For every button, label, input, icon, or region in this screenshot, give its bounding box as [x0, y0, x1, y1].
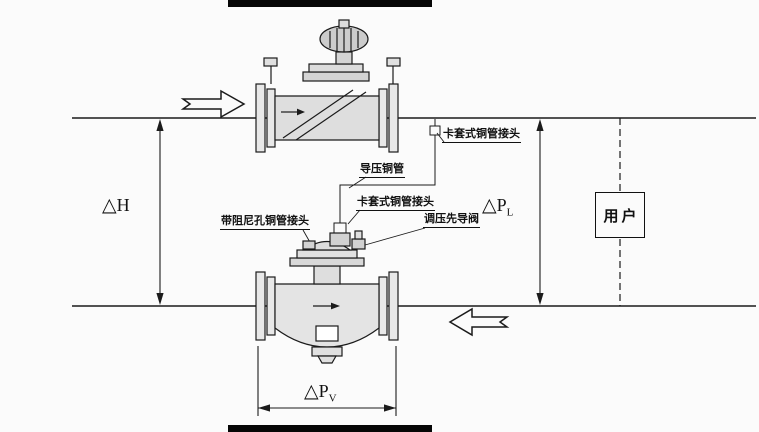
flow-mark-icon	[297, 108, 305, 116]
clamp-fitting-upper-icon	[429, 125, 441, 136]
user-box-label: 用户	[603, 206, 640, 225]
stem-collar	[335, 51, 353, 65]
bonnet-flange	[308, 63, 364, 73]
label-pressure-tube: 导压铜管	[359, 162, 405, 178]
dimension-line-delta-h	[156, 119, 164, 305]
delta-symbol: △	[102, 194, 117, 216]
pilot-valve-icon	[351, 238, 366, 250]
dim-label-delta-pl: △PL	[482, 194, 513, 219]
leader-lines	[302, 132, 445, 246]
user-box: 用户	[595, 192, 645, 238]
label-damping-joint: 带阻尼孔铜管接头	[220, 214, 310, 230]
dimension-line-delta-pv	[257, 346, 397, 416]
clamp-fitting-lower-icon	[333, 222, 347, 234]
label-clamp-joint-upper: 卡套式铜管接头	[442, 127, 521, 143]
flange-icon	[388, 271, 399, 341]
flow-arrow-right-icon	[180, 89, 246, 119]
delta-symbol: △	[482, 194, 497, 216]
stem-cap	[338, 19, 350, 29]
damping-fitting-icon	[302, 240, 316, 250]
flange-icon	[378, 88, 388, 148]
dim-label-delta-h: △H	[102, 194, 130, 216]
label-clamp-joint-lower: 卡套式铜管接头	[356, 195, 435, 211]
flow-arrow-left-icon	[448, 307, 510, 337]
bonnet-flange	[302, 71, 370, 82]
dim-label-delta-pv: △PV	[304, 380, 337, 405]
control-valve-drawing	[255, 230, 399, 364]
flange-icon	[266, 88, 276, 148]
bonnet-flange	[289, 257, 365, 267]
valve-neck	[313, 265, 341, 285]
flow-mark-icon	[331, 302, 340, 310]
flange-icon	[255, 83, 266, 153]
test-port-icon	[386, 57, 401, 67]
dim-pv-subscript: V	[328, 392, 337, 405]
flange-icon	[266, 276, 276, 336]
balancing-valve-drawing	[255, 19, 401, 153]
flange-icon	[255, 271, 266, 341]
delta-symbol: △	[304, 380, 319, 402]
dim-pl-letter: P	[496, 195, 507, 215]
bottom-frame-bar	[228, 425, 432, 432]
dim-pl-subscript: L	[506, 206, 514, 219]
flange-icon	[388, 83, 399, 153]
top-frame-bar	[228, 0, 432, 7]
test-port-icon	[263, 57, 278, 67]
bottom-boss	[311, 346, 343, 357]
pilot-body	[329, 232, 351, 247]
pilot-stem	[354, 230, 363, 240]
label-pilot-valve: 调压先导阀	[423, 212, 480, 228]
dimension-line-delta-pl	[536, 119, 544, 305]
bonnet-flange	[296, 249, 358, 259]
dim-pv-letter: P	[318, 381, 329, 401]
nameplate	[315, 325, 339, 342]
drain-plug	[316, 355, 338, 364]
flange-icon	[378, 276, 388, 336]
dim-h-letter: H	[116, 195, 130, 215]
